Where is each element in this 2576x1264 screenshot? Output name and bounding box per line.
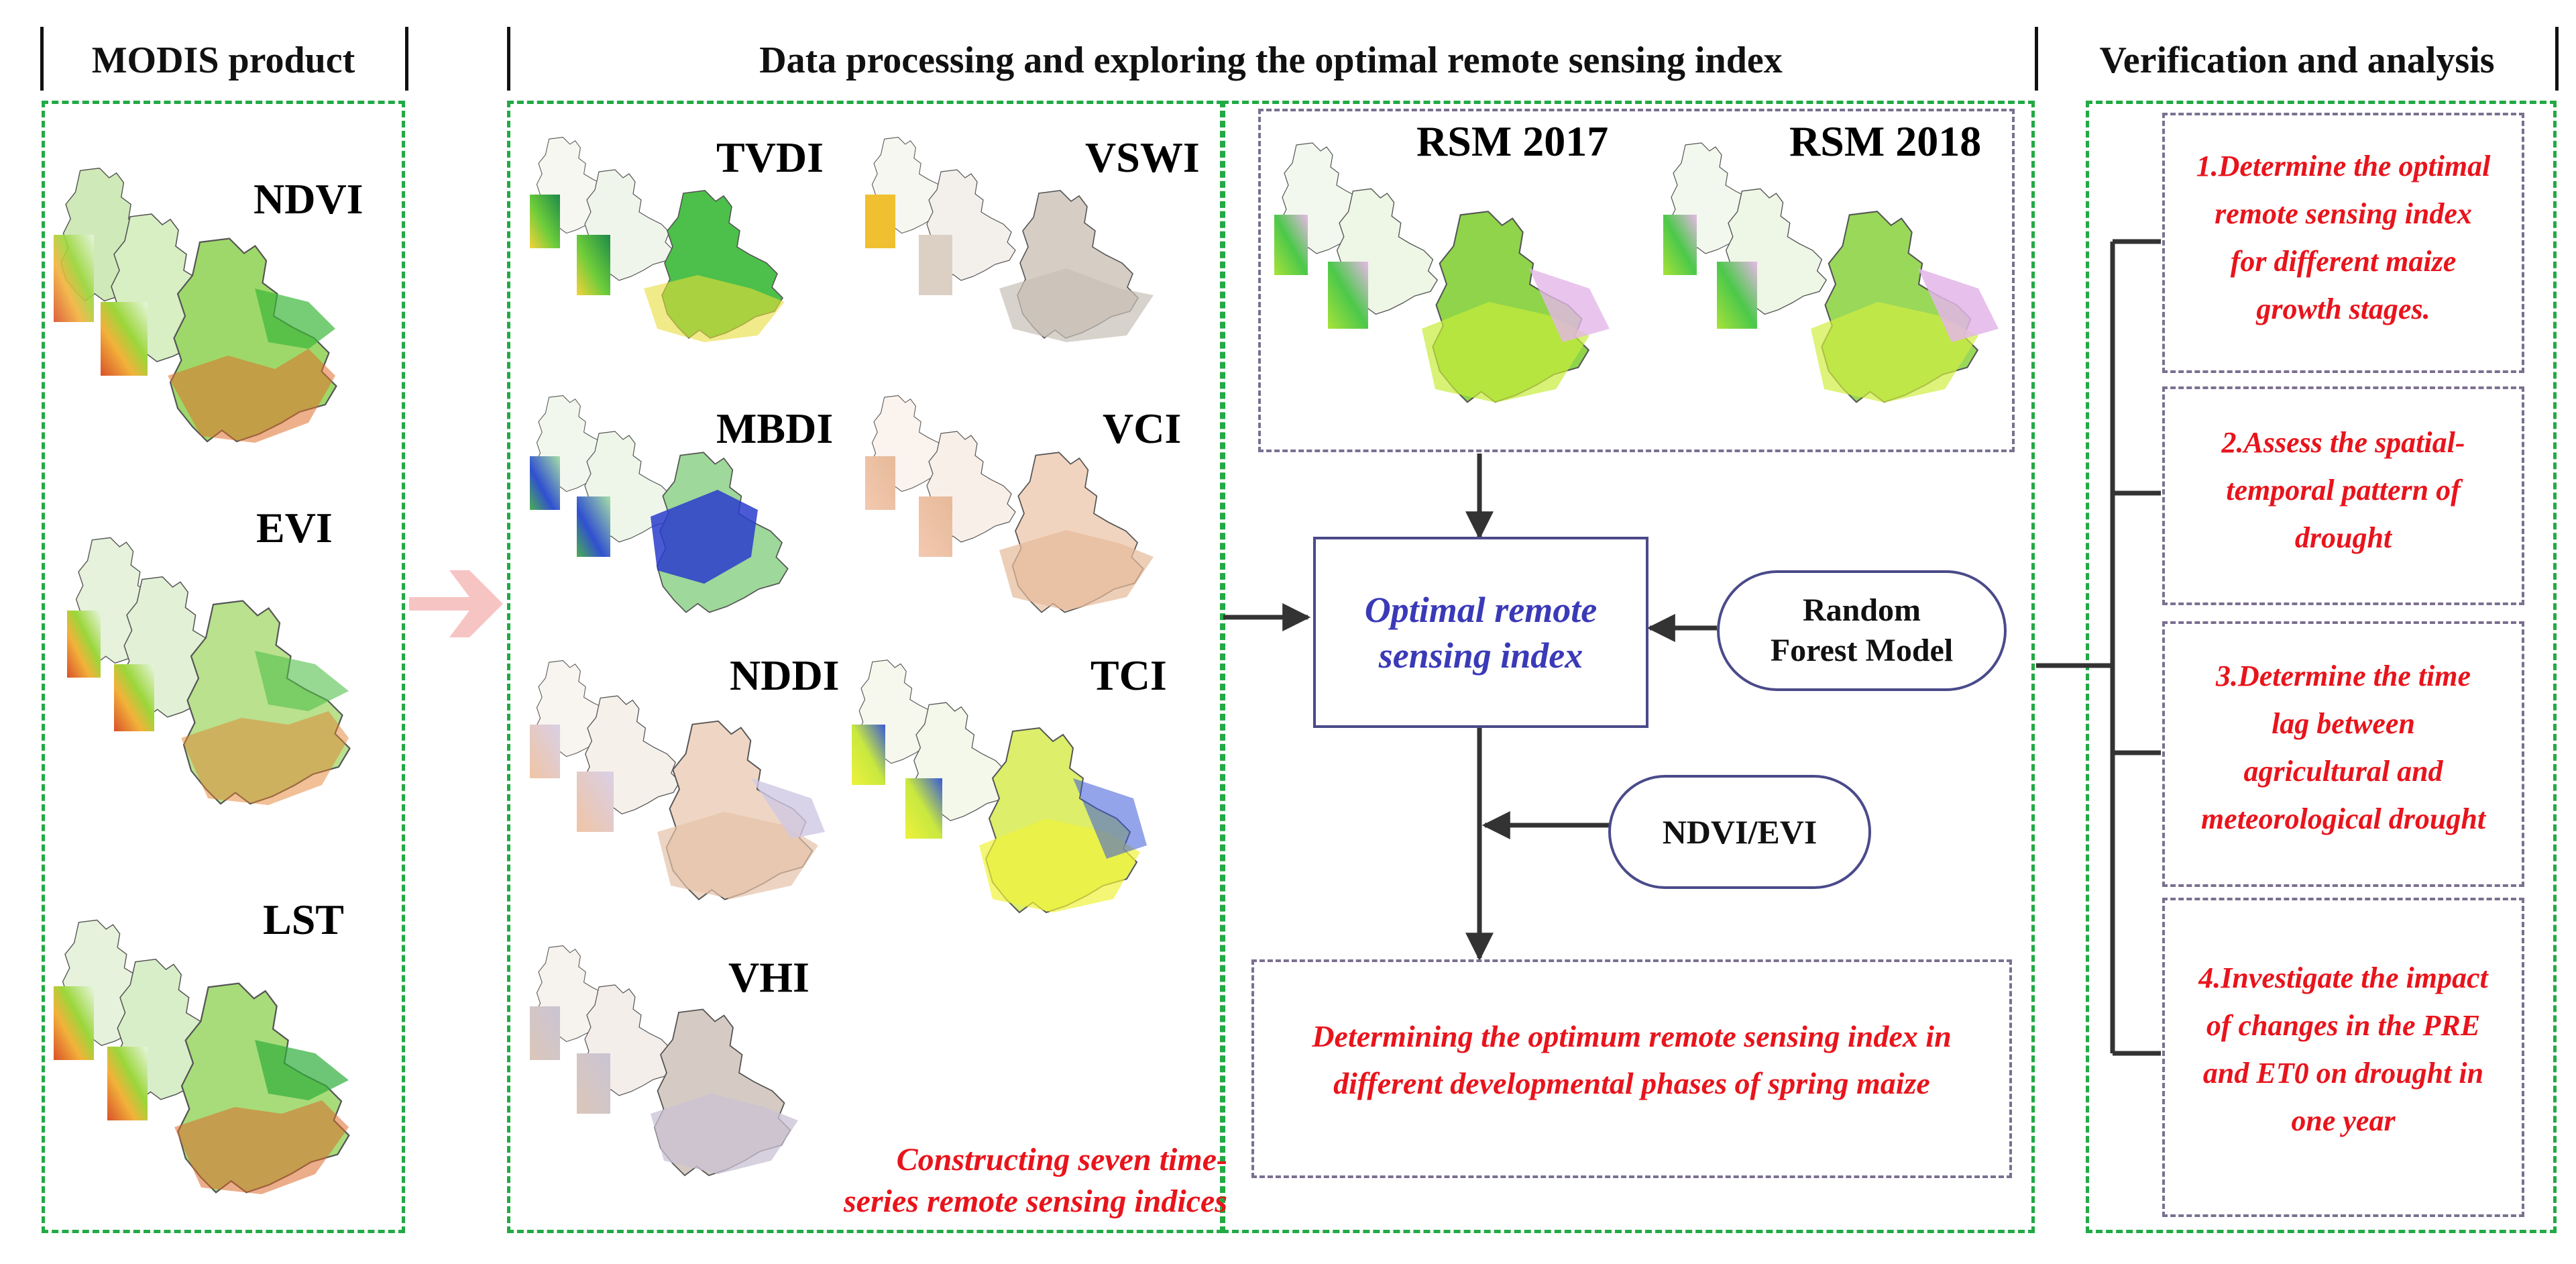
ndvi-map-stack [54,167,337,443]
verification-3-line-4: meteorological drought [2200,802,2486,835]
indices-caption-line-2: series remote sensing indices [844,1183,1227,1219]
verification-text-1: 1.Determine the optimal remote sensing i… [2165,142,2522,333]
verification-text-2: 2.Assess the spatial- temporal pattern o… [2165,419,2522,562]
verification-4-line-1: 4.Investigate the impact [2198,961,2488,994]
rsm-label-2018: RSM 2018 [1789,117,1982,165]
modis-label-evi: EVI [256,504,333,551]
vci-map-stack [865,394,1154,613]
mbdi-map-stack [530,394,789,613]
verification-2-line-1: 2.Assess the spatial- [2221,426,2465,459]
rsm-box [1258,109,2015,452]
determining-line-1: Determining the optimum remote sensing i… [1312,1019,1952,1053]
determining-box [1251,959,2012,1178]
index-label-tci: TCI [1090,651,1167,699]
verification-1-line-1: 1.Determine the optimal [2196,150,2491,182]
index-label-vswi: VSWI [1085,134,1200,181]
verification-box-1 [2162,113,2524,373]
verification-4-line-2: of changes in the PRE [2206,1009,2481,1042]
index-label-nddi: NDDI [730,651,840,699]
indices-panel [507,101,1223,1233]
optimal-index-line-1: Optimal remote [1364,589,1598,630]
tci-map-stack [852,660,1147,914]
rsm-label-2017: RSM 2017 [1416,117,1609,165]
verification-box-4 [2162,898,2524,1217]
verification-3-line-1: 3.Determine the time [2215,660,2471,692]
verification-box-2 [2162,386,2524,605]
verification-1-line-3: for different maize [2230,245,2457,278]
random-forest-line-1: Random [1802,592,1921,628]
tvdi-map-stack [530,137,785,342]
modis-label-ndvi: NDVI [254,175,363,223]
vswi-map-stack [865,137,1154,342]
header-bar-mid-2 [2035,27,2038,91]
verification-3-line-3: agricultural and [2243,755,2443,788]
header-bar-left-2 [405,27,408,91]
header-bar-right-1 [2555,27,2559,91]
verification-text-3: 3.Determine the time lag between agricul… [2165,652,2522,843]
header-bar-mid-1 [507,27,510,91]
determining-line-2: different developmental phases of spring… [1333,1066,1930,1100]
index-label-mbdi: MBDI [716,405,834,452]
verification-4-line-3: and ET0 on drought in [2202,1057,2484,1090]
optimal-index-node: Optimal remote sensing index [1313,537,1648,728]
header-modis: MODIS product [91,40,355,81]
index-label-tvdi: TVDI [716,134,824,181]
index-label-vci: VCI [1103,405,1182,452]
verification-2-line-3: drought [2294,521,2392,554]
evi-map-stack [67,537,351,805]
header-bar-left-1 [40,27,44,91]
vhi-map-stack [530,945,798,1177]
header-verification: Verification and analysis [2099,40,2495,81]
flow-arrow-pink [409,570,503,637]
lst-map-stack [54,919,350,1194]
random-forest-node: Random Forest Model [1717,570,2007,691]
verification-1-line-2: remote sensing index [2215,197,2472,230]
indices-caption-line-1: Constructing seven time- [896,1142,1227,1177]
optimal-index-line-2: sensing index [1378,635,1583,676]
rsm-2018-map-stack [1663,142,1999,403]
nddi-map-stack [530,660,825,900]
random-forest-line-2: Forest Model [1770,633,1954,668]
modis-label-lst: LST [263,896,344,943]
modis-panel [42,101,405,1233]
header-processing: Data processing and exploring the optima… [759,40,1783,81]
verification-box-3 [2162,621,2524,887]
ndvi-evi-node: NDVI/EVI [1608,775,1871,889]
index-label-vhi: VHI [728,953,809,1001]
verification-text-4: 4.Investigate the impact of changes in t… [2165,954,2522,1145]
verification-4-line-4: one year [2291,1104,2396,1137]
verification-3-line-2: lag between [2272,707,2415,740]
verification-2-line-2: temporal pattern of [2226,474,2461,507]
verification-1-line-4: growth stages. [2256,293,2430,325]
ndvi-evi-label: NDVI/EVI [1662,813,1817,851]
indices-caption: Constructing seven time- series remote s… [765,1139,1227,1222]
processing-panel [1222,101,2035,1233]
determining-text: Determining the optimum remote sensing i… [1254,1013,2009,1107]
rsm-2017-map-stack [1274,142,1610,403]
